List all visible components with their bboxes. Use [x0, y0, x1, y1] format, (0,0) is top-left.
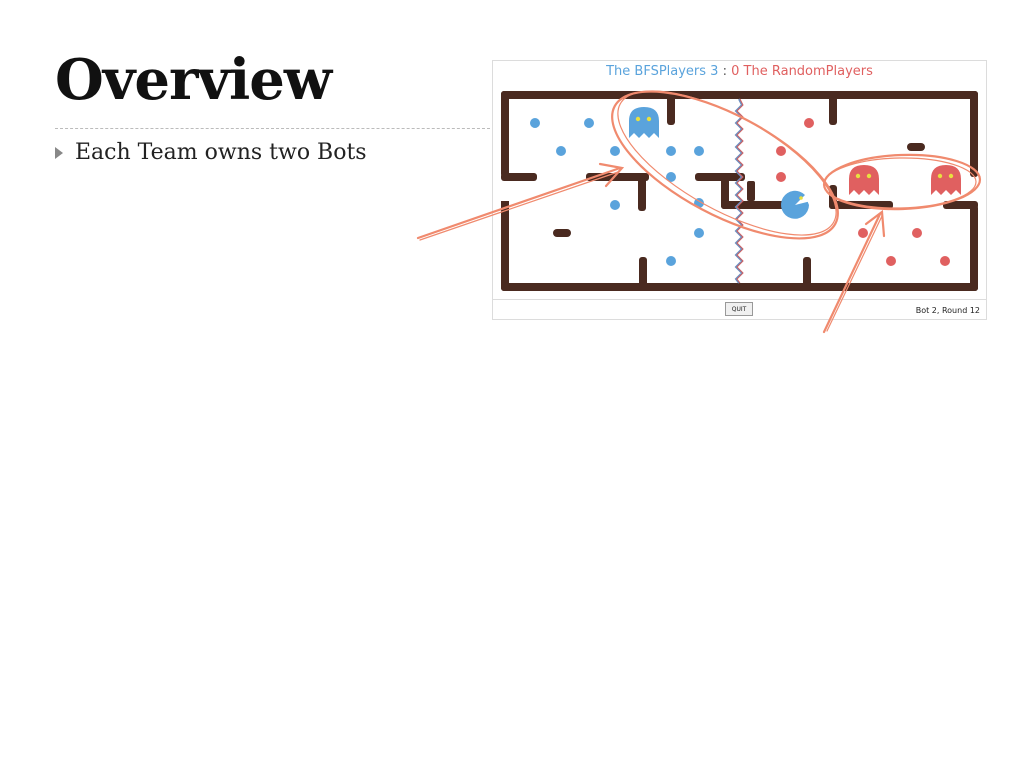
quit-button[interactable]: QUIT	[725, 302, 753, 316]
triangle-bullet-icon	[55, 146, 63, 159]
title-divider	[55, 128, 490, 129]
slide-title: Overview	[55, 47, 332, 113]
blue-food-pellets	[530, 118, 704, 266]
bullet-text: Each Team owns two Bots	[75, 140, 367, 165]
blue-ghost-bot	[629, 107, 659, 138]
blue-team-score: The BFSPlayers 3	[606, 64, 719, 79]
red-food-pellets	[776, 118, 950, 266]
blue-pacman-bot	[781, 190, 819, 219]
score-header: The BFSPlayers 3 : 0 The RandomPlayers	[493, 61, 986, 83]
red-team-score: 0 The RandomPlayers	[731, 64, 873, 79]
bullet-item: Each Team owns two Bots	[55, 140, 367, 165]
maze-board	[501, 91, 978, 291]
round-status: Bot 2, Round 12	[915, 306, 980, 315]
red-ghost-bot-2	[931, 165, 961, 195]
score-separator: :	[722, 64, 727, 79]
game-statusbar: QUIT Bot 2, Round 12	[493, 299, 986, 320]
red-ghost-bot-1	[849, 165, 879, 195]
game-window: The BFSPlayers 3 : 0 The RandomPlayers	[492, 60, 987, 320]
